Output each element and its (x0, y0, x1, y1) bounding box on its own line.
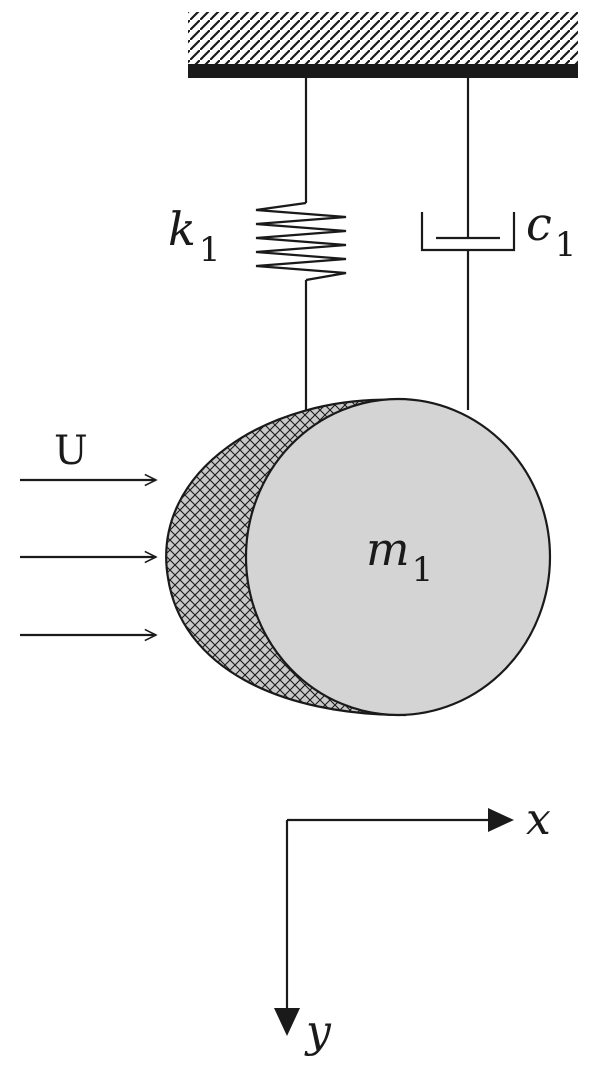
ceiling-hatch (188, 12, 578, 64)
ceiling-support (188, 12, 578, 78)
mass-label: m1 (366, 522, 433, 590)
damper-label: c1 (526, 197, 576, 265)
flow-arrows (20, 480, 156, 635)
x-axis-arrowhead (488, 808, 514, 832)
spring (255, 78, 347, 410)
cylinder-face (244, 397, 552, 717)
y-axis-arrowhead (274, 1008, 300, 1036)
ceiling-bar (188, 64, 578, 78)
cylinder-mass (165, 397, 552, 717)
coordinate-axes (274, 808, 514, 1036)
damper (420, 78, 516, 410)
flow-label: U (54, 428, 88, 474)
y-axis-label: y (304, 1006, 332, 1057)
spring-label: k1 (168, 202, 221, 270)
x-axis-label: x (526, 794, 551, 845)
